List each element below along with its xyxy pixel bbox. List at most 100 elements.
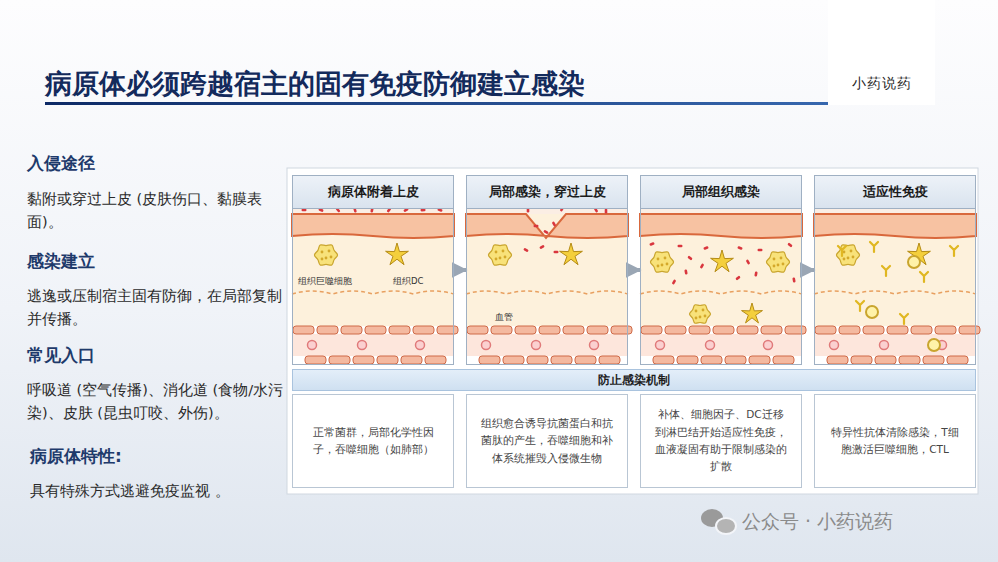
macrophage: [690, 305, 711, 324]
t-cell: [866, 306, 878, 318]
mechanism-box: 补体、细胞因子、DC迁移到淋巴结开始适应性免疫，血液凝固有助于限制感染的扩散: [640, 394, 802, 488]
endothelial-cell: [515, 326, 536, 334]
tissue-panel: [640, 207, 806, 364]
endothelial-cell: [587, 326, 608, 334]
pathogen: [552, 221, 557, 227]
macrophage-granule: [777, 264, 780, 267]
macrophage-granule: [495, 251, 498, 254]
endothelial-cell: [713, 326, 734, 334]
basement-line: [292, 291, 454, 294]
macrophage: [650, 252, 673, 272]
endothelial-cell: [785, 326, 806, 334]
macrophage-granule: [499, 257, 502, 260]
figure-frame: [287, 168, 978, 494]
dermis: [640, 214, 802, 326]
pathogen: [678, 245, 683, 248]
node-text: 特异性抗体清除感染，T细胞激活巨噬细胞，CTL: [827, 424, 963, 459]
stage-arrow: [802, 268, 814, 272]
red-blood-cell: [482, 341, 491, 350]
pathogen: [700, 263, 705, 269]
endothelial-cell: [389, 326, 410, 334]
wechat-bubble: [716, 518, 736, 534]
endothelial-cell: [665, 326, 686, 334]
t-cell: [928, 339, 940, 351]
endothelial-cell: [935, 326, 956, 334]
pathogen: [543, 230, 549, 235]
endothelial-cell: [365, 326, 386, 334]
endothelial-cell: [563, 326, 584, 334]
section-body: 逃逸或压制宿主固有防御，在局部复制并传播。: [27, 285, 285, 331]
red-blood-cell: [590, 341, 599, 350]
tissue-panel: [292, 207, 458, 364]
antibody: [920, 272, 928, 282]
section-heading: 入侵途径: [27, 152, 277, 175]
red-blood-cell: [656, 341, 665, 350]
endothelial-cell: [551, 356, 572, 364]
node-text: 组织愈合诱导抗菌蛋白和抗菌肽的产生，吞噬细胞和补体系统摧毁入侵微生物: [479, 415, 615, 467]
endothelial-cell: [305, 356, 326, 364]
tissue-art: [292, 206, 980, 364]
dendritic-cell: [711, 250, 734, 272]
tissue-panel: [814, 207, 980, 364]
macrophage-granule: [780, 257, 783, 260]
node-text: 正常菌群，局部化学性因子，吞噬细胞（如肺部）: [305, 424, 441, 459]
endothelial-cell: [491, 326, 512, 334]
mechanism-box: 特异性抗体清除感染，T细胞激活巨噬细胞，CTL: [814, 394, 976, 488]
stage-panel: 适应性免疫: [814, 175, 976, 365]
pathogen: [539, 245, 545, 250]
tissue-panel: [466, 206, 632, 364]
macrophage-granule: [702, 309, 705, 312]
macrophage-granule: [695, 317, 698, 320]
pathogen: [302, 209, 307, 212]
endothelial-cell: [467, 326, 488, 334]
macrophage-granule: [666, 263, 669, 266]
endothelial-cell: [599, 356, 620, 364]
macrophage-granule: [330, 256, 333, 259]
endothelial-cell: [923, 356, 944, 364]
epidermis: [466, 214, 628, 238]
red-blood-cell: [308, 341, 317, 350]
vessel-lumen: [466, 334, 628, 356]
logo-box: 小药说药: [828, 0, 935, 105]
section-body: 黏附或穿过上皮 (皮肤伤口、黏膜表面)。: [27, 188, 285, 234]
pathogen: [534, 225, 539, 228]
endothelial-cell: [317, 326, 338, 334]
stage-arrow: [454, 268, 466, 272]
macrophage-granule: [321, 258, 324, 261]
pathogen: [703, 246, 709, 250]
epidermis: [640, 214, 802, 238]
endothelial-cell: [911, 326, 932, 334]
antibody: [900, 314, 908, 324]
macrophage-granule: [843, 258, 846, 261]
endothelial-cell: [887, 326, 908, 334]
macrophage-granule: [328, 250, 331, 253]
cell-label: 组织巨噬细胞: [297, 276, 353, 288]
endothelial-cell: [701, 356, 722, 364]
endothelial-cell: [503, 356, 524, 364]
dendritic-cell: [560, 243, 583, 265]
pathogen: [684, 269, 687, 274]
pathogen: [523, 248, 529, 253]
endothelial-cell: [293, 326, 314, 334]
mechanism-box: 正常菌群，局部化学性因子，吞噬细胞（如肺部）: [292, 394, 454, 488]
endothelial-cell: [329, 356, 350, 364]
basement-line: [814, 291, 976, 294]
macrophage-granule: [704, 315, 707, 318]
dermis: [814, 214, 976, 326]
node-text: 小药说药: [852, 75, 912, 93]
vessel-lumen: [640, 334, 802, 356]
macrophage-granule: [657, 258, 660, 261]
section-heading: 感染建立: [27, 250, 277, 273]
endothelial-cell: [377, 356, 398, 364]
mechanism-box: 组织愈合诱导抗菌蛋白和抗菌肽的产生，吞噬细胞和补体系统摧毁入侵微生物: [466, 394, 628, 488]
endothelial-cell: [425, 356, 446, 364]
macrophage-granule: [495, 258, 498, 261]
macrophage: [314, 245, 337, 265]
pathogen: [787, 242, 793, 247]
endothelial-cell: [737, 326, 758, 334]
red-blood-cell: [880, 341, 889, 350]
endothelial-cell: [413, 326, 434, 334]
endothelial-cell: [641, 326, 662, 334]
dendritic-cell: [386, 243, 409, 265]
antibody: [870, 242, 878, 252]
